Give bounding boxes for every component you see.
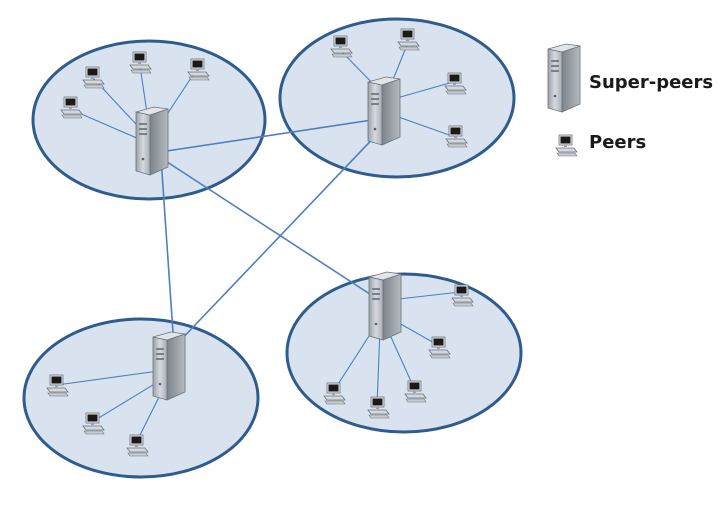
legend-server-icon [547,43,581,113]
legend-peer-icon [555,134,578,157]
link-bottomleft-topright [175,126,385,346]
super-peer-bottom-right [368,271,402,341]
cluster-bottom-right [285,272,523,434]
link-topleft-bottomleft [160,157,175,348]
super-peer-links [157,119,385,348]
legend-super-peers-label: Super-peers [589,72,714,93]
super-peer-top-left [135,106,169,176]
link-topleft-bottomright [157,155,380,301]
link-topleft-topright [159,119,373,153]
cluster-bottom-left [22,317,260,479]
super-peer-bottom-left [152,331,186,401]
legend-peers-label: Peers [589,132,647,153]
super-peer-top-right [367,76,401,146]
